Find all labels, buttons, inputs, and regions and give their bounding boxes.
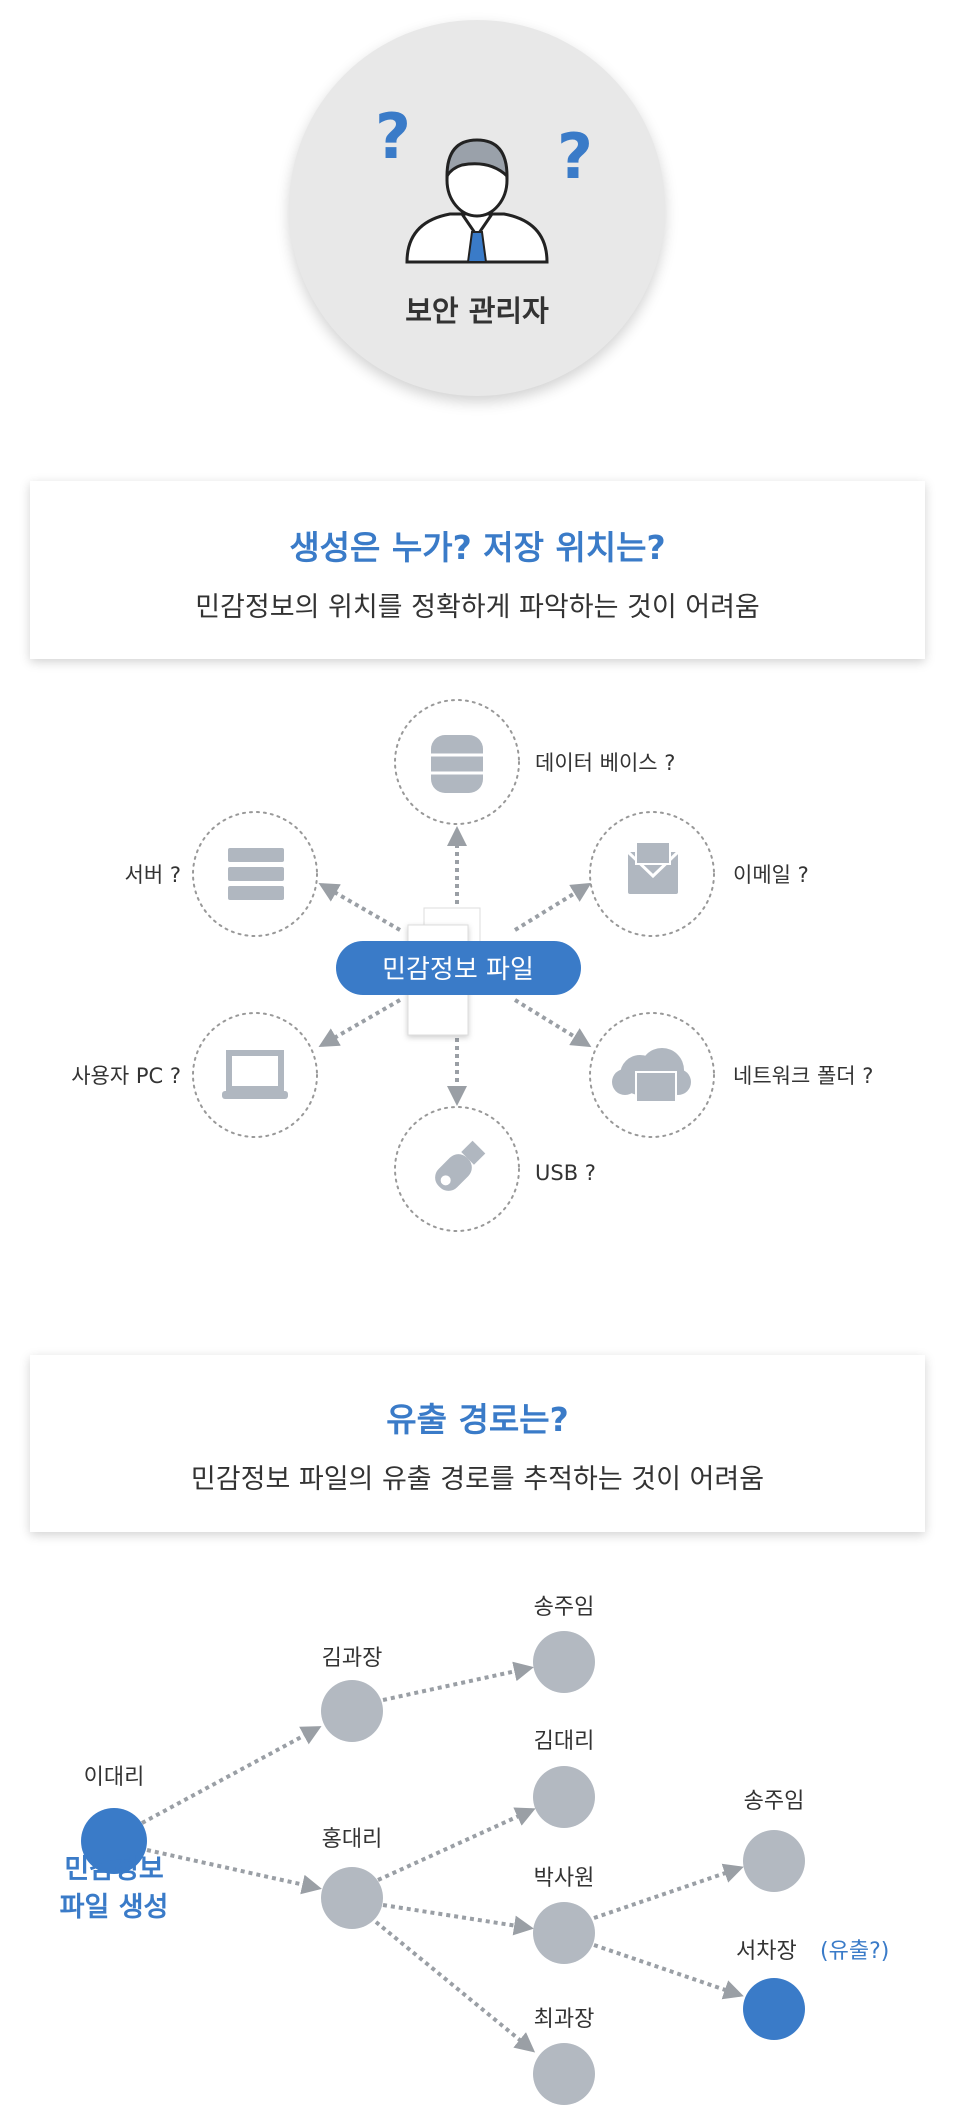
email-icon	[626, 841, 680, 894]
network-label: 네트워크 폴더 ?	[733, 1064, 873, 1088]
node-hong-daeri	[321, 1867, 383, 1929]
pc-label: 사용자 PC ?	[71, 1064, 181, 1088]
node-seo-chajang	[743, 1978, 805, 2040]
location-question-box: 생성은 누가? 저장 위치는? 민감정보의 위치를 정확하게 파악하는 것이 어…	[30, 481, 925, 659]
node-origin	[81, 1808, 147, 1874]
storage-diagram: 민감정보 파일 데이터 베이스 ? 서버 ? 이메일 ? 사용자 PC ? 네트…	[71, 699, 873, 1232]
node-song-juim-2	[743, 1830, 805, 1892]
label-choi-gwajang: 최과장	[534, 2007, 595, 2032]
node-park-sawon	[533, 1902, 595, 1964]
sensitive-file-label: 민감정보 파일	[382, 955, 534, 985]
leak-path-box: 유출 경로는? 민감정보 파일의 유출 경로를 추적하는 것이 어려움	[30, 1355, 925, 1532]
database-icon	[431, 735, 483, 793]
node-song-juim-1	[533, 1631, 595, 1693]
label-song-juim-2: 송주임	[744, 1789, 805, 1814]
question-mark-icon: ?	[375, 100, 411, 173]
label-park-sawon: 박사원	[534, 1866, 595, 1891]
database-label: 데이터 베이스 ?	[535, 751, 675, 775]
label-kim-daeri: 김대리	[534, 1729, 595, 1754]
arrows	[318, 826, 592, 1106]
email-label: 이메일 ?	[733, 863, 809, 887]
admin-illustration: ? ?	[375, 100, 593, 264]
server-label: 서버 ?	[125, 863, 181, 887]
box-subtitle: 민감정보의 위치를 정확하게 파악하는 것이 어려움	[195, 592, 760, 623]
label-song-juim-1: 송주임	[534, 1595, 595, 1620]
node-choi-gwajang	[533, 2043, 595, 2105]
label-seo-chajang: 서차장	[736, 1939, 797, 1964]
sensitive-file-pill	[336, 941, 581, 995]
label-origin: 이대리	[84, 1765, 145, 1790]
box-title: 생성은 누가? 저장 위치는?	[289, 528, 666, 567]
admin-label: 보안 관리자	[405, 294, 549, 328]
leak-note: (유출?)	[820, 1939, 889, 1964]
question-mark-icon: ?	[557, 120, 593, 193]
usb-label: USB ?	[535, 1161, 596, 1185]
tree-arrows	[141, 1661, 744, 2053]
label-kim-gwajang: 김과장	[322, 1646, 383, 1671]
node-kim-daeri	[533, 1766, 595, 1828]
server-icon	[228, 848, 284, 900]
network-folder-icon	[612, 1048, 691, 1103]
person-icon	[405, 138, 549, 264]
origin-note-2: 파일 생성	[60, 1892, 169, 1923]
origin-note-1: 민감정보	[64, 1854, 163, 1885]
label-hong-daeri: 홍대리	[322, 1827, 383, 1852]
box-subtitle: 민감정보 파일의 유출 경로를 추적하는 것이 어려움	[190, 1464, 765, 1495]
box-title: 유출 경로는?	[386, 1400, 569, 1439]
pc-circle	[192, 1012, 318, 1138]
laptop-icon	[222, 1050, 288, 1099]
node-kim-gwajang	[321, 1680, 383, 1742]
usb-icon	[435, 1140, 486, 1191]
